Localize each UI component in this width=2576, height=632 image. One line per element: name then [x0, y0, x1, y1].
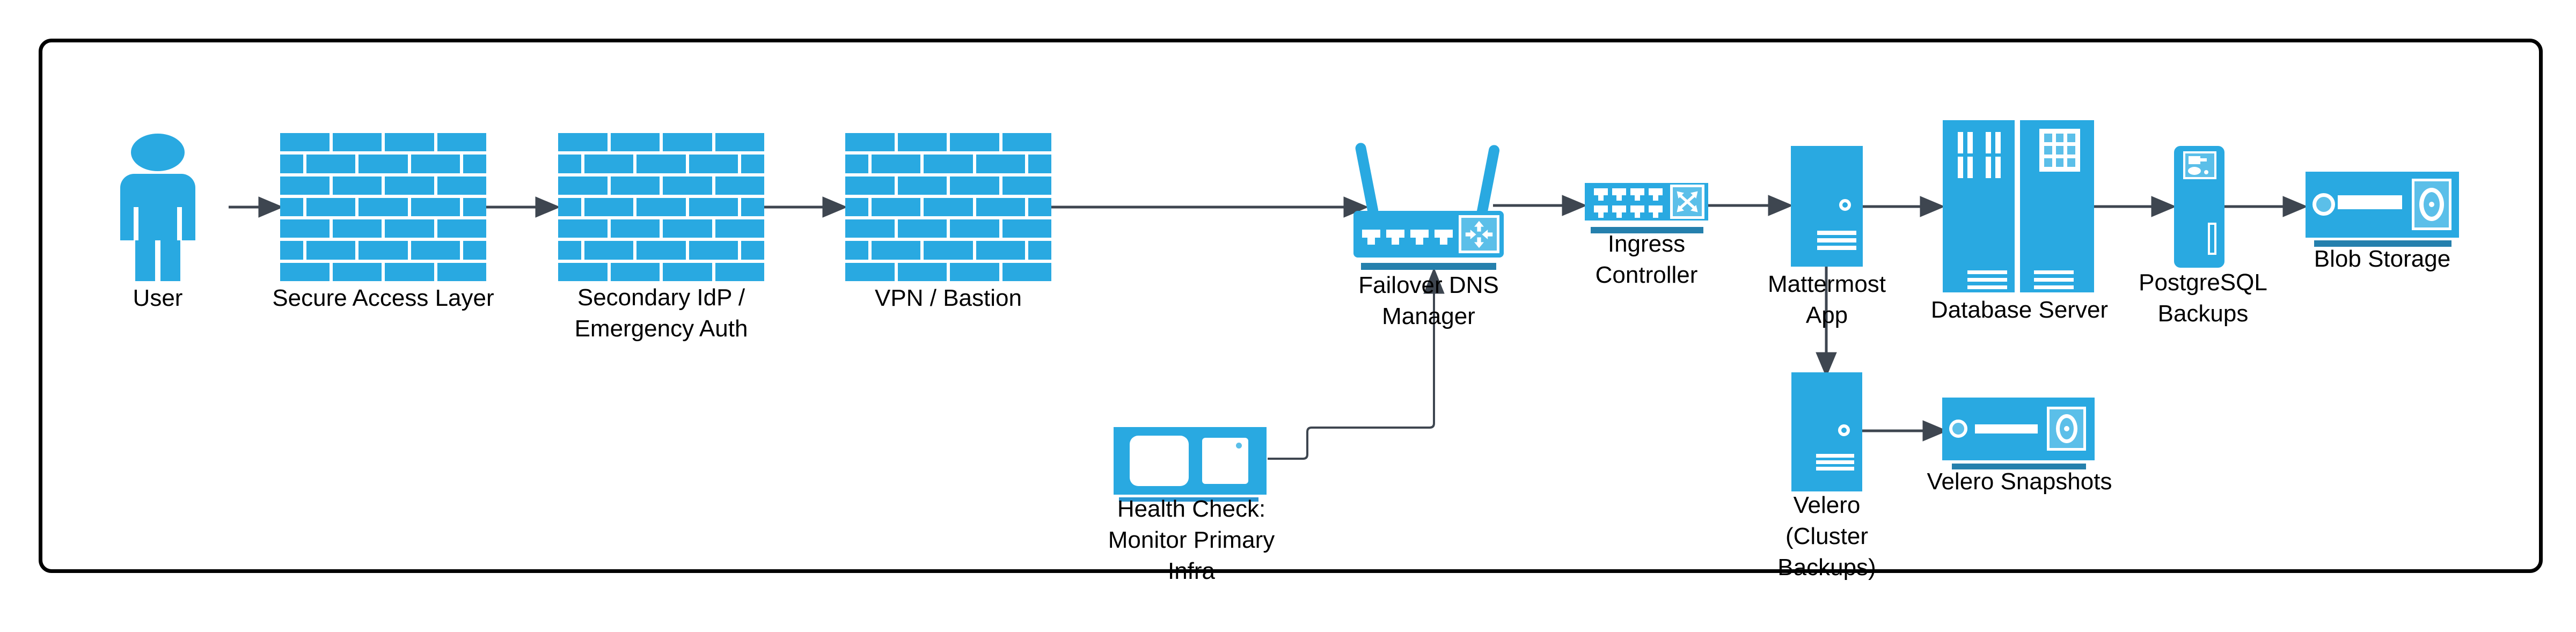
label-failover-dns: Failover DNS Manager [1358, 272, 1499, 329]
label-health-check: Health Check: Monitor Primary Infra [1108, 496, 1275, 584]
router-cross-icon [1459, 215, 1499, 253]
label-mattermost-app: Mattermost App [1767, 271, 1886, 328]
firewall-wall-icon-secure-access [280, 133, 486, 281]
crossed-arrows-icon [1670, 185, 1704, 219]
label-velero: Velero (Cluster Backups) [1777, 492, 1876, 580]
label-user: User [133, 285, 183, 311]
label-velero-snapshots: Velero Snapshots [1927, 468, 2112, 495]
label-secondary-idp: Secondary IdP / Emergency Auth [574, 284, 748, 342]
backup-panel-icon [2183, 151, 2216, 179]
diagram-border [39, 39, 2543, 573]
firewall-wall-icon-vpn-bastion [845, 133, 1051, 281]
label-vpn-bastion: VPN / Bastion [875, 285, 1022, 311]
label-ingress-controller: Ingress Controller [1595, 231, 1698, 288]
label-blob-storage: Blob Storage [2314, 246, 2451, 272]
firewall-wall-icon-secondary-idp [558, 133, 764, 281]
label-database-server: Database Server [1930, 297, 2109, 323]
label-secure-access: Secure Access Layer [272, 285, 494, 311]
label-postgresql-backups: PostgreSQL Backups [2139, 269, 2267, 327]
